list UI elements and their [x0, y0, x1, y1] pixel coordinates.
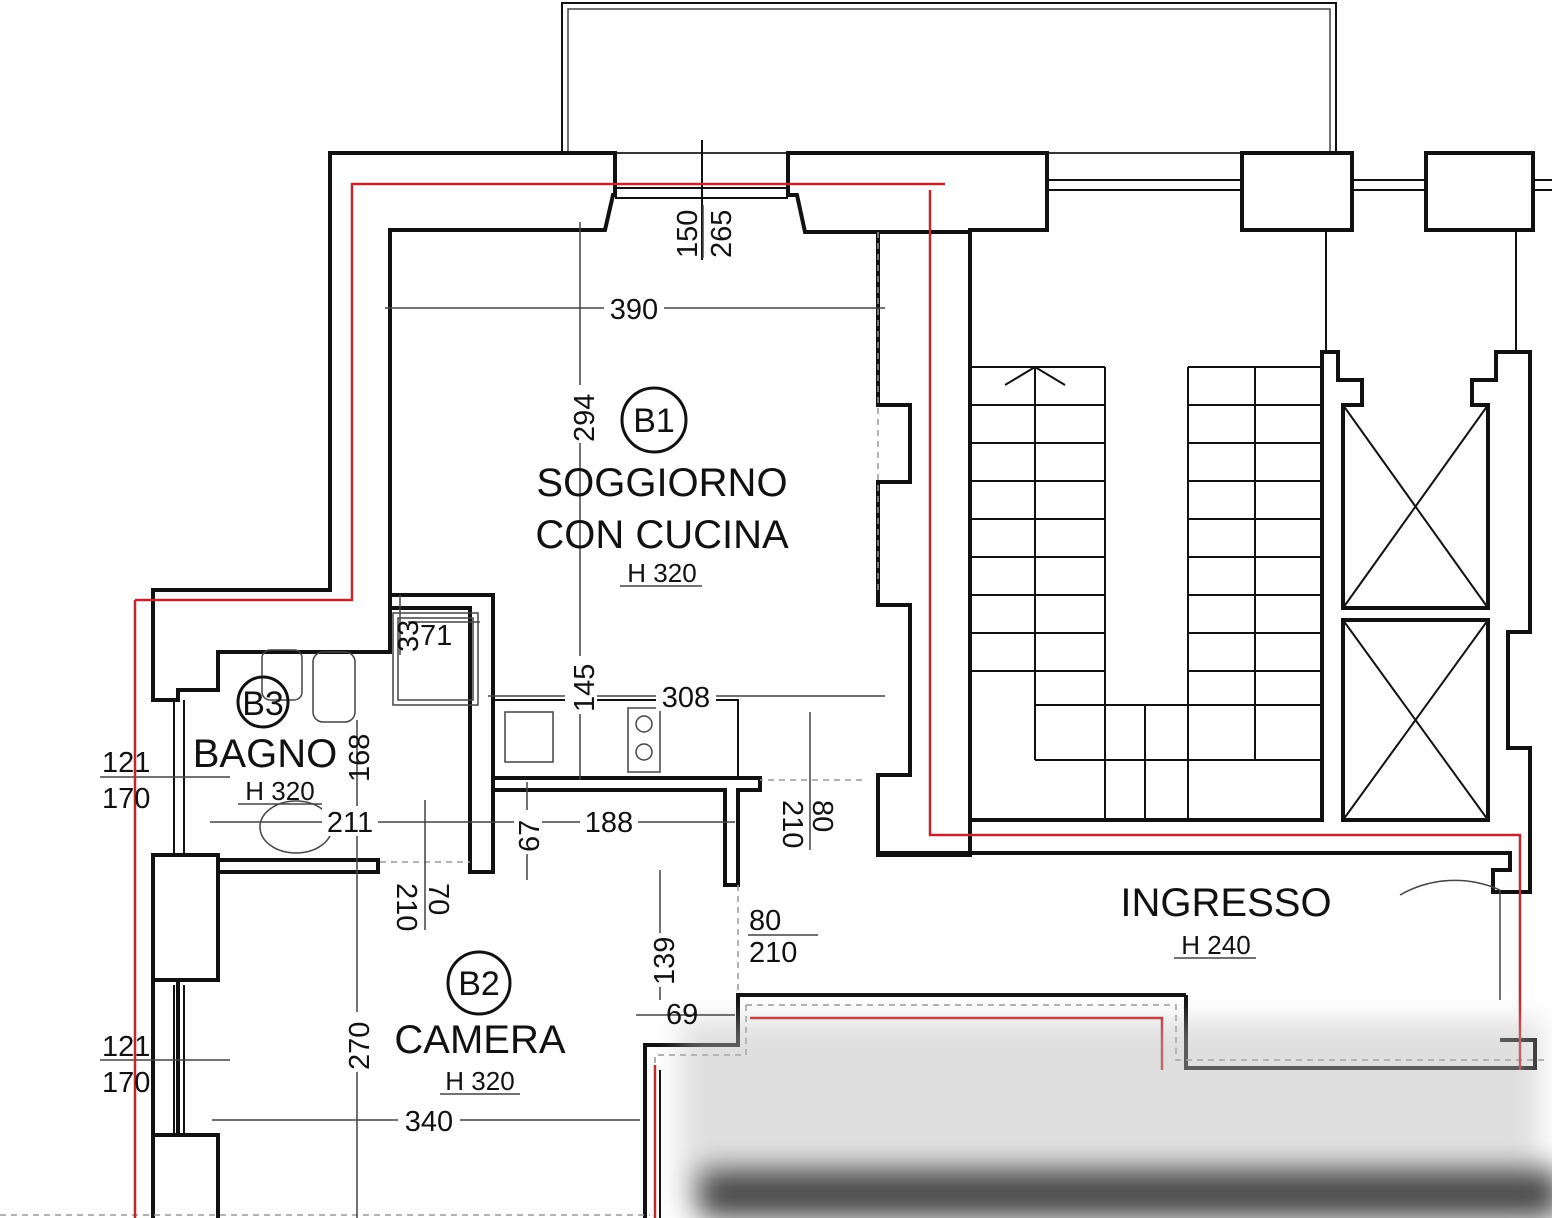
- red-boundary: [133, 182, 1522, 1218]
- dim-bath-depth: 168: [344, 734, 376, 782]
- dim-door-b2-width: 80: [749, 905, 781, 937]
- dim-b1-width: 390: [610, 294, 658, 326]
- room-height-b1: H 320: [627, 558, 696, 588]
- room-name-ingresso: INGRESSO: [1120, 881, 1331, 925]
- room-name-b2: CAMERA: [394, 1018, 565, 1062]
- dim-window-b2-sill: 121: [102, 1031, 150, 1063]
- dimension-labels: 150 265 390 294 71 33 145 308 168 211 18…: [102, 205, 838, 1138]
- room-height-b3: H 320: [245, 776, 314, 806]
- staircase: [970, 366, 1322, 820]
- dim-b2-width: 340: [405, 1106, 453, 1138]
- stair-tread: [1034, 366, 1066, 386]
- room-code-b2: B2: [458, 965, 500, 1003]
- door-swings: [380, 232, 1501, 1000]
- room-name-b1-line1: SOGGIORNO: [536, 461, 787, 505]
- dim-door-b3-width: 70: [422, 883, 454, 915]
- dim-bath-width: 211: [327, 807, 373, 839]
- dim-door-b2-height: 210: [749, 937, 797, 969]
- dim-window-top-height: 265: [706, 210, 738, 258]
- room-height-ingresso: H 240: [1181, 930, 1250, 960]
- room-name-b1-line2: CON CUCINA: [535, 513, 789, 557]
- dim-b2-offset: 69: [666, 999, 698, 1031]
- blurred-region: [680, 1020, 1552, 1218]
- dim-hall-width: 188: [585, 807, 633, 839]
- dim-kitchen-width: 308: [662, 682, 710, 714]
- room-height-b2: H 320: [445, 1066, 514, 1096]
- room-ingresso: INGRESSO H 240: [1120, 881, 1331, 960]
- dim-shower-width: 71: [420, 620, 452, 652]
- dim-b2-closet-depth: 139: [649, 937, 681, 985]
- dim-window-b2-height: 170: [102, 1067, 150, 1099]
- dim-window-top-sill: 150: [672, 210, 704, 258]
- dim-b1-depth: 294: [569, 394, 601, 442]
- room-code-b1: B1: [633, 402, 675, 440]
- room-b1: B1 SOGGIORNO CON CUCINA H 320: [535, 386, 789, 588]
- dim-window-b3-sill: 121: [102, 747, 150, 779]
- dim-window-b3-height: 170: [102, 783, 150, 815]
- dim-kitchen-depth: 145: [569, 664, 601, 712]
- dim-b2-depth: 270: [344, 1022, 376, 1070]
- room-name-b3: BAGNO: [193, 732, 337, 776]
- dim-hall-depth: 67: [514, 820, 546, 852]
- stair-tread: [1004, 366, 1036, 386]
- windows: [100, 140, 1552, 1135]
- dim-door-b3-height: 210: [390, 883, 422, 931]
- balcony: [561, 2, 1337, 154]
- bathroom-fixtures: [259, 612, 479, 854]
- room-b2: B2 CAMERA H 320: [394, 950, 566, 1096]
- kitchen-counter: [491, 699, 762, 887]
- room-b3: B3 BAGNO H 320: [193, 675, 337, 806]
- dim-door-b1-height: 210: [776, 800, 808, 848]
- room-code-b3: B3: [242, 685, 284, 723]
- dim-door-b1-width: 80: [806, 800, 838, 832]
- stairwell-walls: [876, 230, 1532, 894]
- dim-shower-depth: 33: [393, 620, 425, 652]
